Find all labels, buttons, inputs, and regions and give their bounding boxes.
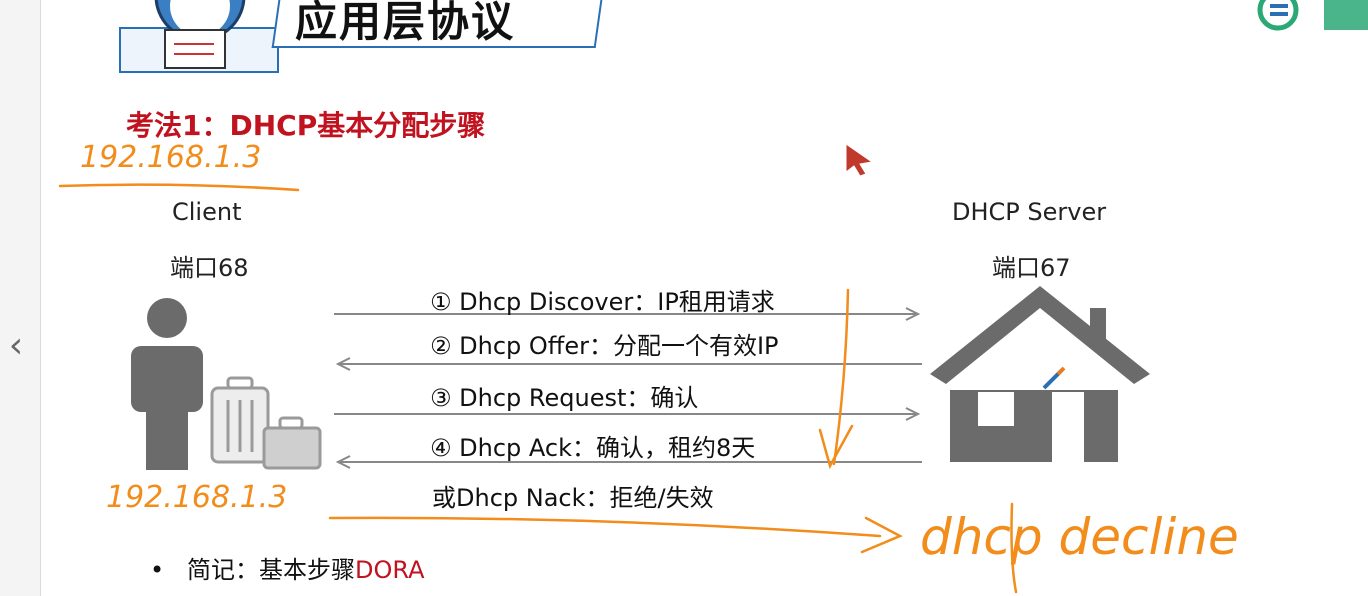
section-heading: 考法1：DHCP基本分配步骤: [126, 109, 486, 142]
pen-cursor-icon: [1042, 366, 1066, 390]
ink-decline: dhcp decline: [920, 508, 1239, 566]
chevron-left-icon: ‹: [8, 324, 24, 366]
server-label: DHCP Server: [952, 198, 1107, 226]
slide-canvas: [41, 0, 1368, 596]
message-nack: 或Dhcp Nack：拒绝/失效: [432, 484, 714, 512]
house-icon: [930, 286, 1150, 462]
luggage-icon: [210, 376, 322, 470]
message-ack: ④ Dhcp Ack：确认，租约8天: [430, 434, 756, 462]
slide-title: 应用层协议: [295, 0, 516, 46]
server-port: 端口67: [992, 254, 1071, 282]
message-request: ③ Dhcp Request：确认: [430, 384, 699, 412]
prev-slide-button[interactable]: ‹: [0, 300, 32, 390]
summary-note: • 简记：基本步骤DORA: [150, 550, 425, 585]
message-discover: ① Dhcp Discover：IP租用请求: [430, 288, 775, 316]
client-label: Client: [172, 198, 242, 226]
message-arrows: [334, 307, 922, 469]
note-highlight: DORA: [355, 556, 425, 584]
left-panel: [0, 0, 41, 596]
note-prefix: 简记：基本步骤: [187, 556, 356, 584]
ink-annotations: [58, 183, 1018, 594]
brand-logo-icon: [1257, 0, 1368, 31]
cursor-arrow-icon: [845, 143, 874, 177]
message-offer: ② Dhcp Offer：分配一个有效IP: [430, 332, 779, 360]
ink-ip-top: 192.168.1.3: [80, 140, 262, 175]
mascot-icon: [119, 0, 279, 73]
person-icon: [131, 298, 203, 470]
ink-ip-bottom: 192.168.1.3: [106, 480, 288, 515]
client-port: 端口68: [170, 254, 249, 282]
note-bullet: •: [150, 556, 165, 584]
